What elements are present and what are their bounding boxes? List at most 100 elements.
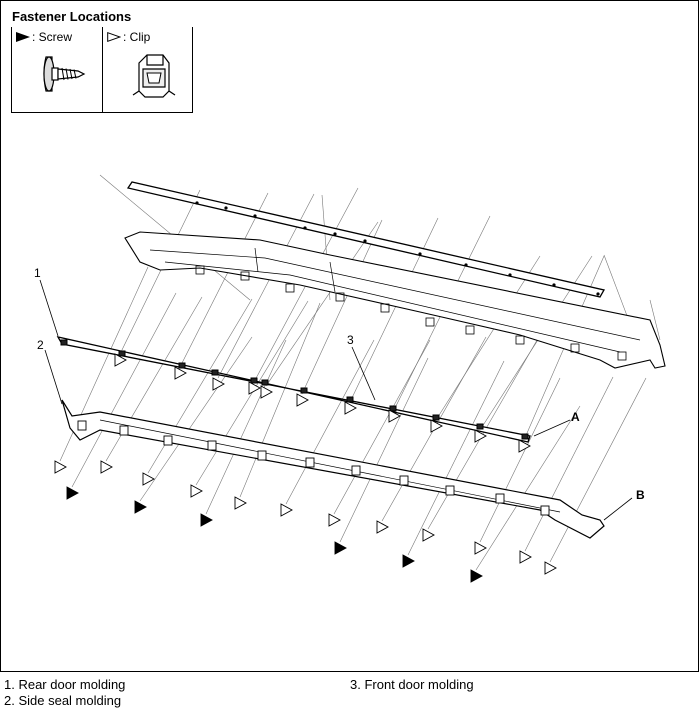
leader-line xyxy=(205,339,287,515)
clip-triangle-icon xyxy=(100,460,113,474)
leader-line xyxy=(549,377,647,563)
door-sill-panel xyxy=(124,231,666,369)
clip-triangle-icon xyxy=(422,528,435,542)
molding-clip-slot xyxy=(118,350,126,357)
clip-triangle-icon xyxy=(142,472,155,486)
callout-2: 2 xyxy=(37,338,44,352)
molding-clip-slot xyxy=(261,379,269,386)
molding-clip-slot xyxy=(77,420,87,431)
clip-triangle-icon xyxy=(430,419,443,433)
panel-boss xyxy=(425,317,435,327)
open-triangle-icon xyxy=(107,31,122,43)
panel-boss xyxy=(285,283,295,293)
screw-icon xyxy=(43,56,86,92)
exploded-view-drawing xyxy=(39,174,666,583)
screw-triangle-icon xyxy=(470,569,483,583)
leader-line xyxy=(339,357,429,543)
molding-clip-slot xyxy=(250,377,258,384)
leader-line xyxy=(139,336,253,502)
leader-line xyxy=(407,360,505,556)
leader-line xyxy=(239,302,321,498)
leader-line xyxy=(195,300,309,486)
leader-line xyxy=(301,219,383,395)
strip-hole xyxy=(418,252,422,256)
molding-clip-slot xyxy=(432,414,440,421)
clip-triangle-icon xyxy=(344,401,357,415)
clip-triangle-icon xyxy=(260,385,273,399)
molding-clip-slot xyxy=(207,440,217,451)
clip-triangle-icon xyxy=(212,377,225,391)
strip-hole xyxy=(363,239,367,243)
screw-triangle-icon xyxy=(134,500,147,514)
leader-line xyxy=(285,339,375,505)
panel-boss xyxy=(617,351,627,361)
clip-triangle-icon xyxy=(174,366,187,380)
strip-hole xyxy=(508,273,512,277)
clip-triangle-icon xyxy=(54,460,67,474)
strip-hole xyxy=(303,226,307,230)
molding-clip-slot xyxy=(540,505,550,516)
strip-hole xyxy=(224,206,228,210)
molding-clip-slot xyxy=(163,435,173,446)
callout-b: B xyxy=(636,488,645,502)
clip-label: : Clip xyxy=(123,30,151,44)
leader-line xyxy=(265,221,379,387)
diagram-title: Fastener Locations xyxy=(12,9,132,24)
part-1-label: 1. Rear door molding xyxy=(4,677,126,692)
leader-line xyxy=(649,299,661,341)
molding-clip-slot xyxy=(305,457,315,468)
molding-clip-slot xyxy=(351,465,361,476)
clip-triangle-icon xyxy=(190,484,203,498)
callout-3: 3 xyxy=(347,333,354,347)
panel-boss xyxy=(195,265,205,275)
clip-triangle-icon xyxy=(474,429,487,443)
callout-1: 1 xyxy=(34,266,41,280)
clip-triangle-icon xyxy=(519,550,532,564)
panel-boss xyxy=(570,343,580,353)
clip-triangle-icon xyxy=(328,513,341,527)
leader-line xyxy=(179,192,269,368)
clip-triangle-icon xyxy=(234,496,247,510)
front-door-molding xyxy=(56,336,531,443)
part-2-label: 2. Side seal molding xyxy=(4,693,122,708)
part-3-label: 3. Front door molding xyxy=(350,677,474,692)
panel-boss xyxy=(380,303,390,313)
clip-icon xyxy=(132,54,176,98)
panel-boss xyxy=(515,335,525,345)
screw-triangle-icon xyxy=(66,486,79,500)
molding-clip-slot xyxy=(476,423,484,430)
strip-hole xyxy=(253,214,257,218)
molding-clip-slot xyxy=(445,485,455,496)
clip-triangle-icon xyxy=(474,541,487,555)
diagram-frame xyxy=(0,0,699,672)
screw-label: : Screw xyxy=(32,30,73,44)
clip-triangle-icon xyxy=(296,393,309,407)
leader-line xyxy=(435,255,541,421)
molding-clip-slot xyxy=(60,339,68,346)
panel-boss xyxy=(465,325,475,335)
leader-line xyxy=(119,189,201,355)
leader-line xyxy=(475,405,581,571)
clip-triangle-icon xyxy=(544,561,557,575)
panel-boss xyxy=(240,271,250,281)
molding-clip-slot xyxy=(389,405,397,412)
screw-triangle-icon xyxy=(200,513,213,527)
leader-line xyxy=(71,292,177,488)
screw-triangle-icon xyxy=(334,541,347,555)
molding-clip-slot xyxy=(300,387,308,394)
molding-clip-slot xyxy=(119,425,129,436)
filled-triangle-icon xyxy=(16,32,30,42)
molding-clip-slot xyxy=(211,369,219,376)
strip-hole xyxy=(195,201,199,205)
clip-legend-box: : Clip xyxy=(102,27,193,113)
leader-line xyxy=(524,376,614,552)
callout-a: A xyxy=(571,410,580,424)
upper-trim-strip xyxy=(126,181,605,298)
rear-door-molding xyxy=(61,399,605,539)
clip-triangle-icon xyxy=(248,381,261,395)
molding-clip-slot xyxy=(178,362,186,369)
leader-line xyxy=(333,339,431,515)
clip-triangle-icon xyxy=(518,439,531,453)
strip-hole xyxy=(552,283,556,287)
molding-clip-slot xyxy=(257,450,267,461)
